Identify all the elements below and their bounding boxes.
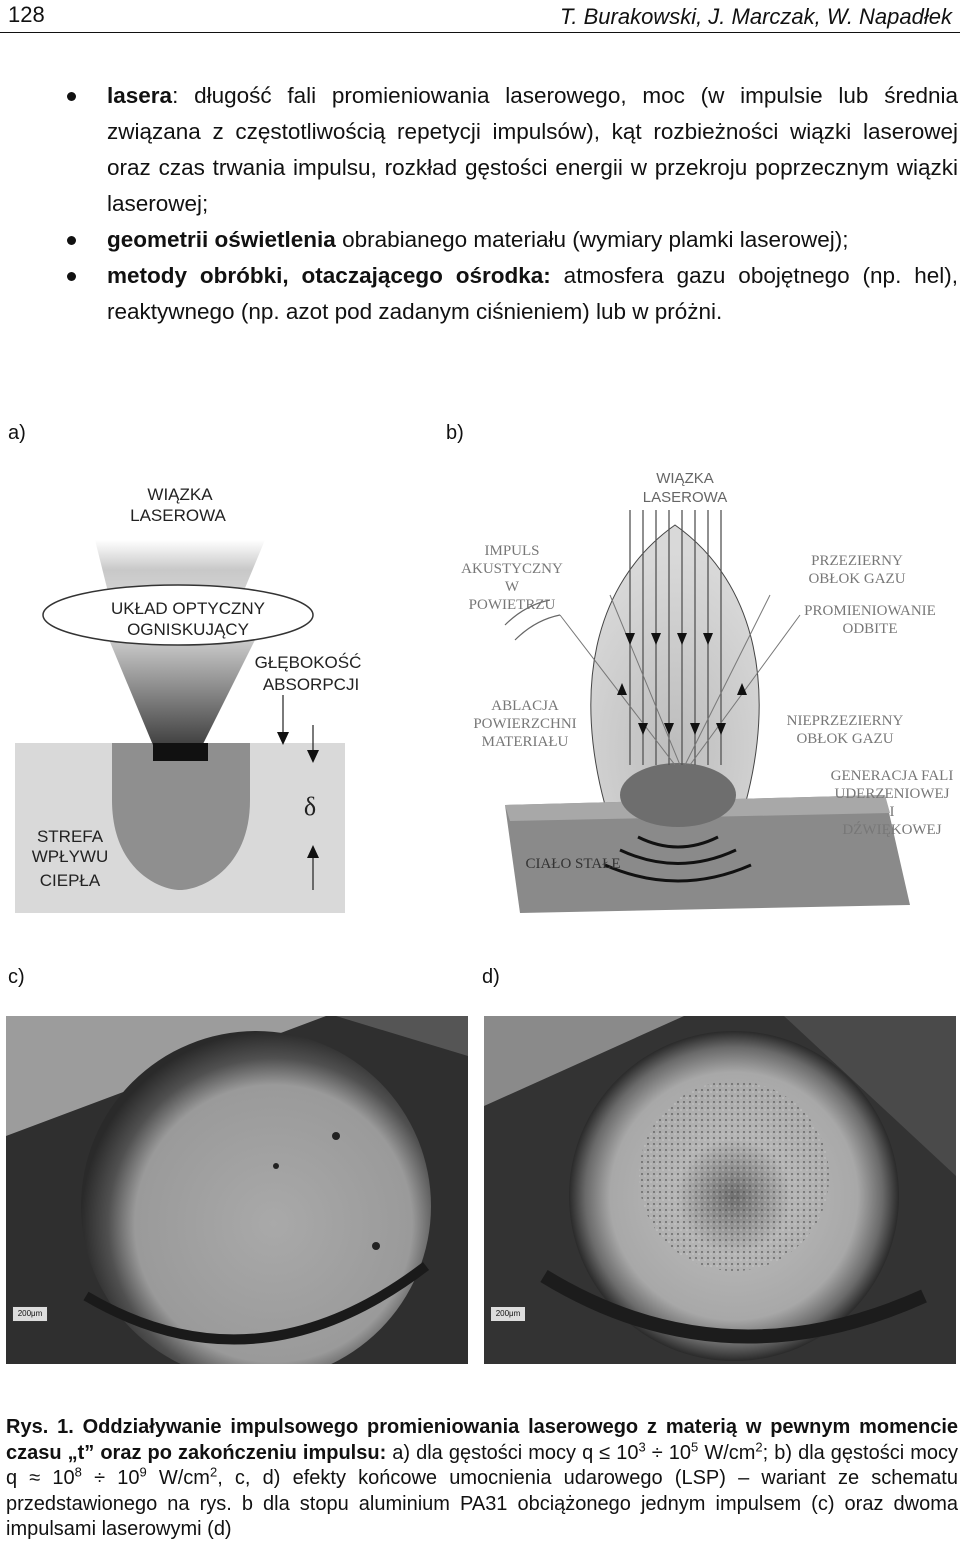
haz-label-3: CIEPŁA [40, 871, 101, 890]
caption-text: a) dla gęstości mocy q ≤ 10 [386, 1441, 639, 1464]
scale-bar-c: 200μm [12, 1306, 48, 1322]
bullet-text: obrabianego materiału (wymiary plamki la… [335, 227, 849, 252]
reflected-arrowheads [617, 683, 747, 695]
running-head: T. Burakowski, J. Marczak, W. Napadłek [559, 4, 952, 29]
solid-body [505, 795, 910, 913]
ablation-label-1: ABLACJA [491, 698, 559, 714]
shock-label-3: I [890, 804, 895, 820]
opaque-label-2: OBŁOK GAZU [796, 731, 893, 747]
optics-label-2: OGNISKUJĄCY [127, 620, 249, 639]
bullet-list: lasera: długość fali promieniowania lase… [60, 78, 958, 330]
bullet-text: : długość fali promieniowania laserowego… [107, 83, 958, 216]
beam-label-2: LASEROWA [130, 506, 226, 525]
ablation-label-2: POWIERZCHNI [473, 716, 576, 732]
impulse-label-3: W [505, 579, 520, 595]
beam-label-1: WIĄZKA [656, 470, 714, 487]
caption-text: , c, d) efekty końcowe umocnienia udarow… [6, 1467, 958, 1540]
focusing-cone [105, 630, 260, 750]
solid-label: CIAŁO STAŁE [525, 856, 620, 872]
list-item: metody obróbki, otaczającego ośrodka: at… [60, 258, 958, 330]
ablation-label-3: MATERIAŁU [482, 734, 569, 750]
caption-text: W/cm [698, 1441, 756, 1464]
panel-label-a: a) [8, 422, 26, 444]
depth-label-2: ABSORPCJI [263, 675, 359, 694]
shock-wave-arcs [604, 835, 752, 883]
optics-label-1: UKŁAD OPTYCZNY [111, 599, 265, 618]
panel-label-c: c) [8, 966, 25, 988]
photo-d: 200μm [484, 1016, 956, 1364]
arrow-head-icon [307, 750, 319, 763]
bullet-term: metody obróbki, otaczającego ośrodka: [107, 263, 551, 288]
delta-symbol: δ [304, 792, 316, 821]
figure-caption: Rys. 1. Oddziaływanie impulsowego promie… [6, 1415, 958, 1543]
caption-text: ÷ 10 [645, 1441, 692, 1464]
photo-c: 200μm [6, 1016, 468, 1364]
reflected-label-2: ODBITE [843, 621, 898, 637]
beam-arrowheads [625, 633, 726, 735]
lens-ellipse [42, 584, 314, 646]
haz-label-1: STREFA [37, 827, 104, 846]
transparent-label-2: OBŁOK GAZU [808, 571, 905, 587]
transparent-label-1: PRZEZIERNY [811, 553, 903, 569]
caption-text: ÷ 10 [81, 1467, 140, 1489]
heat-affected-zone [112, 743, 250, 890]
bullet-icon [67, 92, 76, 101]
impulse-label-4: POWIETRZU [469, 597, 556, 613]
bullet-icon [67, 272, 76, 281]
gas-cloud [590, 524, 760, 806]
figure-b-diagram: WIĄZKA LASEROWA IMPULS AKUSTYCZNY W POWI… [461, 470, 954, 913]
scale-bar-d: 200μm [490, 1306, 526, 1322]
caption-label: Rys. 1. [6, 1416, 74, 1438]
caption-exponent: 3 [638, 1438, 646, 1454]
reflected-label-1: PROMIENIOWANIE [804, 603, 936, 619]
caption-text: W/cm [146, 1467, 210, 1489]
arrow-head-icon [307, 845, 319, 858]
reflected-lines [559, 594, 801, 766]
list-item: lasera: długość fali promieniowania lase… [60, 78, 958, 222]
beam-label-2: LASEROWA [643, 489, 727, 506]
page-header: 128 T. Burakowski, J. Marczak, W. Napadł… [0, 0, 960, 34]
caption-text: ; b) dla gęstości mocy q ≈ 10 [6, 1441, 958, 1490]
caption-exponent: 2 [209, 1464, 218, 1480]
depth-label-1: GŁĘBOKOŚĆ [255, 653, 362, 672]
header-rule [0, 32, 960, 33]
absorption-layer [153, 743, 208, 761]
haz-label-2: WPŁYWU [32, 847, 109, 866]
bullet-term: lasera [107, 83, 173, 108]
impulse-label-1: IMPULS [484, 543, 539, 559]
shock-label-2: UDERZENIOWEJ [835, 786, 950, 802]
caption-exponent: 9 [139, 1464, 147, 1480]
opaque-label-1: NIEPRZEZIERNY [787, 713, 904, 729]
caption-exponent: 5 [691, 1438, 699, 1454]
list-item: geometrii oświetlenia obrabianego materi… [60, 222, 958, 258]
caption-bold-text: Oddziaływanie impulsowego promieniowania… [6, 1416, 958, 1464]
shock-label-1: GENERACJA FALI [831, 768, 954, 784]
caption-exponent: 8 [74, 1464, 82, 1480]
incoming-beam [95, 540, 265, 600]
opaque-cloud [620, 763, 736, 827]
beam-label-1: WIĄZKA [147, 485, 213, 504]
acoustic-arcs [504, 599, 561, 641]
panel-label-b: b) [446, 422, 464, 444]
micrograph-c [6, 1016, 468, 1364]
caption-exponent: 2 [755, 1438, 763, 1454]
bullet-icon [67, 236, 76, 245]
bullet-term: geometrii oświetlenia [107, 227, 336, 252]
shock-label-4: DŹWIĘKOWEJ [842, 821, 941, 838]
panel-label-d: d) [482, 966, 500, 988]
impulse-label-2: AKUSTYCZNY [461, 561, 563, 577]
bullet-text: atmosfera gazu obojętnego (np. hel), rea… [107, 263, 958, 324]
micrograph-d [484, 1016, 956, 1364]
figure-a-diagram: WIĄZKA LASEROWA UKŁAD OPTYCZNY OGNISKUJĄ… [15, 485, 362, 913]
arrow-head-icon [277, 732, 289, 745]
page-number: 128 [8, 2, 45, 27]
